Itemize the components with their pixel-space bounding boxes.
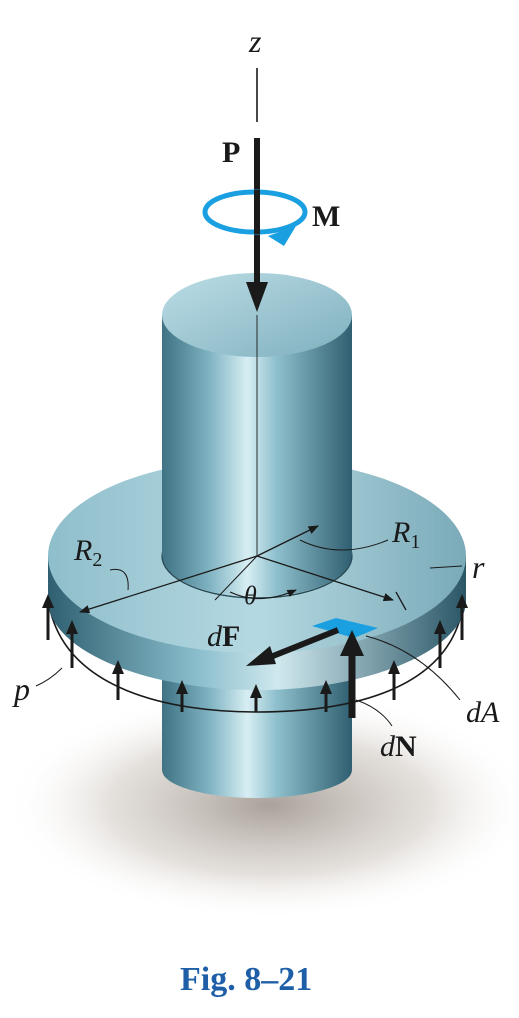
dF-F: F	[222, 620, 240, 653]
r-leader	[429, 565, 463, 569]
load-P-arrow-head	[246, 282, 268, 312]
R1-label: R1	[391, 516, 420, 553]
dF-d: d	[207, 620, 223, 653]
theta-arc	[229, 589, 297, 600]
dA-label: dA	[466, 696, 500, 729]
pressure-arrows	[42, 594, 468, 712]
R2-main: R	[73, 534, 92, 567]
dF-arrow-shaft	[266, 627, 340, 661]
dN-arrow-head	[340, 630, 364, 656]
ground-shadow	[5, 690, 519, 920]
z-axis-label: z	[248, 23, 262, 59]
moment-M-arrow	[202, 189, 308, 246]
dN-label: dN	[380, 730, 417, 763]
R2-subscript: 2	[92, 549, 102, 571]
radius-R2-line	[79, 555, 258, 614]
theta-label: θ	[244, 581, 257, 610]
p-leader	[35, 667, 63, 687]
load-P-label: P	[222, 136, 240, 169]
dF-label: dF	[207, 620, 240, 653]
dF-arrow-head	[246, 646, 276, 666]
R2-leader	[109, 568, 129, 591]
theta-reference-line	[214, 555, 258, 601]
figure-caption: Fig. 8–21	[180, 961, 312, 998]
R2-label: R2	[73, 534, 102, 571]
r-dimension-tick	[395, 591, 407, 611]
r-label: r	[472, 549, 485, 585]
radius-r-line	[256, 555, 394, 602]
p-label: p	[12, 671, 30, 707]
radius-R1-line	[256, 525, 319, 557]
dA-leader	[365, 635, 461, 701]
R1-leader	[299, 539, 389, 551]
R1-subscript: 1	[410, 531, 420, 553]
R1-main: R	[391, 516, 410, 549]
dN-N: N	[395, 730, 417, 763]
dN-leader	[355, 699, 393, 727]
moment-M-label: M	[312, 200, 340, 233]
dA-area-element	[312, 618, 378, 638]
dN-d: d	[380, 730, 396, 763]
